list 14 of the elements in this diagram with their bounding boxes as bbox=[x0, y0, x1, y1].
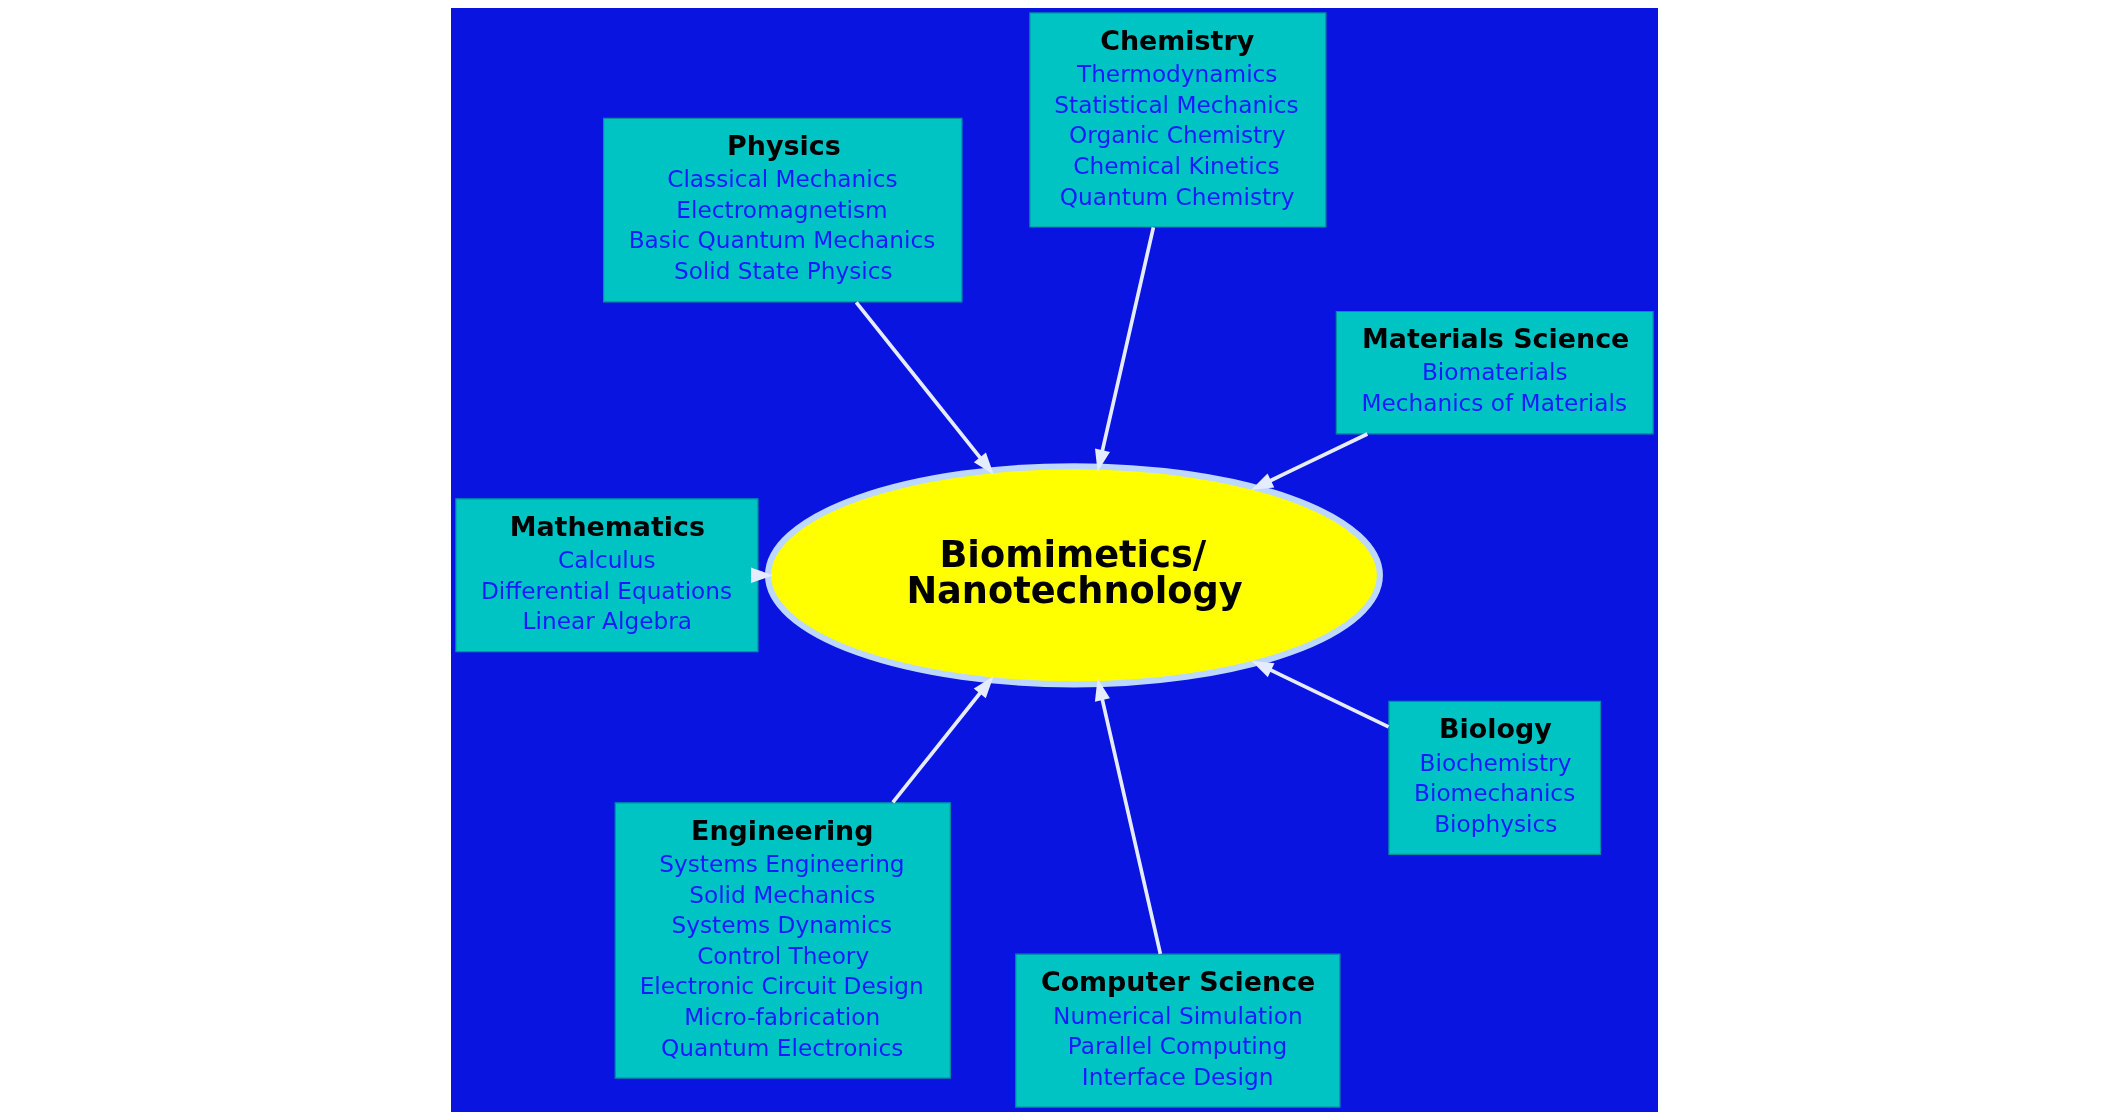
node-box: Materials Science Biomaterials Mechanics of Materials bbox=[1335, 310, 1654, 435]
arrow bbox=[1251, 660, 1390, 729]
arrow bbox=[751, 567, 774, 583]
arrow bbox=[1094, 678, 1163, 955]
node-box: Biology Biochemistry Biomechanics Biophysics bbox=[1388, 700, 1602, 855]
arrow bbox=[891, 676, 994, 804]
node-box: Engineering Systems Engineering Solid Mechanics Systems Dynamics Control Theory Electronic Circuit Design Micro-fabrication Quantum Electronics bbox=[614, 802, 951, 1079]
node-box: Chemistry Thermodynamics Statistical Mechanics Organic Chemistry Chemical Kinetics Quantum Chemistry bbox=[1029, 12, 1327, 228]
node-box: Physics Classical Mechanics Electromagnetism Basic Quantum Mechanics Solid State Physics bbox=[603, 117, 963, 303]
arrow bbox=[1094, 226, 1156, 472]
node-box: Computer Science Numerical Simulation Parallel Computing Interface Design bbox=[1015, 953, 1341, 1108]
arrow bbox=[1251, 432, 1369, 490]
arrow bbox=[854, 301, 994, 475]
node-ellipse: Biomimetics/ Nanotechnology bbox=[764, 463, 1383, 688]
